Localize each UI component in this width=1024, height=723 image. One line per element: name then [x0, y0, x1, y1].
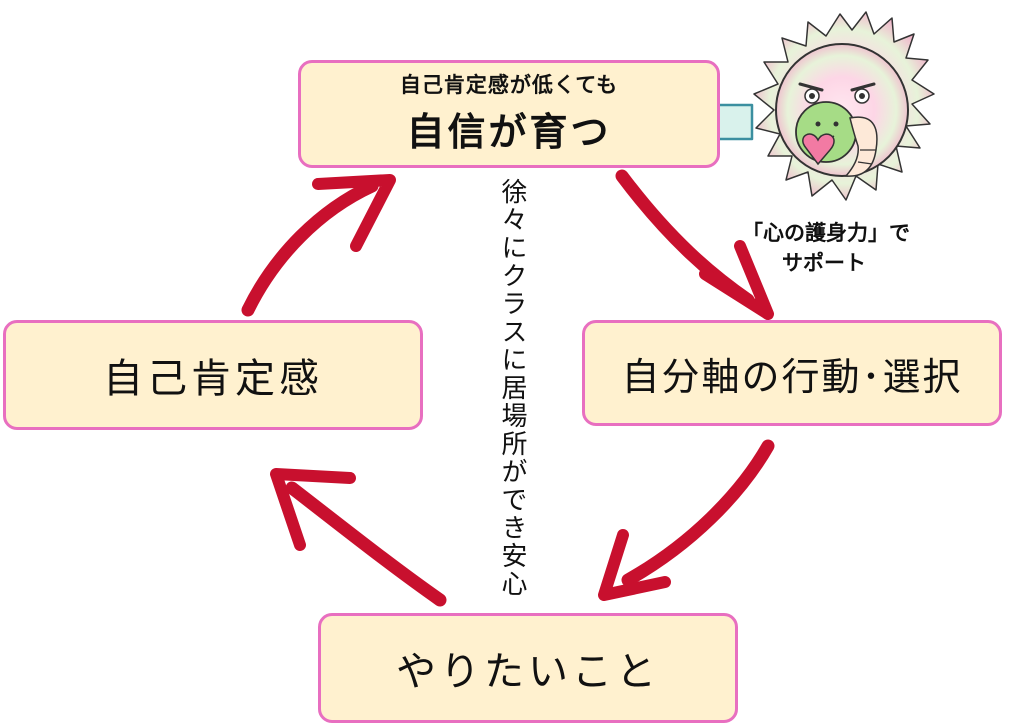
box-top-title: 自信が育つ	[406, 109, 612, 154]
support-label: 「心の護身力」で サポート	[742, 218, 962, 278]
box-confidence-grows: 自己肯定感が低くても 自信が育つ	[298, 60, 720, 168]
box-self-axis-action: 自分軸の行動･選択	[582, 320, 1002, 426]
support-line-1: 「心の護身力」で	[742, 221, 910, 245]
mascot-character	[753, 11, 935, 201]
box-what-i-want: やりたいこと	[318, 613, 738, 723]
arrow-bottom-to-left	[270, 468, 447, 607]
box-top-subtitle: 自己肯定感が低くても	[399, 72, 619, 97]
arrow-top-to-right	[615, 169, 774, 320]
arrow-left-to-top	[241, 174, 396, 317]
center-vertical-text: 徐々にクラスに居場所ができ安心	[497, 178, 527, 598]
box-self-esteem: 自己肯定感	[3, 320, 423, 430]
support-line-2: サポート	[782, 251, 866, 275]
arrow-right-to-bottom	[598, 439, 775, 601]
